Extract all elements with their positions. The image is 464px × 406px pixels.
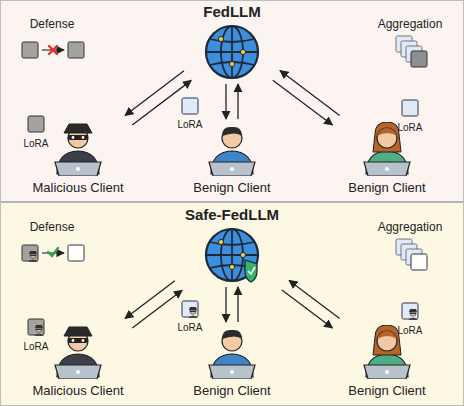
client-label: Benign Client xyxy=(332,180,442,195)
client-node: Malicious Client xyxy=(23,122,133,195)
upload-download-arrow xyxy=(282,290,333,328)
client-figure xyxy=(49,122,107,176)
annotation-label: LoRA xyxy=(23,341,48,353)
client-label: Benign Client xyxy=(332,383,442,398)
client-node: Benign Client xyxy=(177,122,287,195)
annotation-label: LoRA xyxy=(23,138,48,150)
annotation-label: LoRA xyxy=(397,122,422,134)
server-node: Safe-FedLLM xyxy=(181,206,283,284)
upload-download-arrow xyxy=(237,84,238,119)
client-node: Benign Client xyxy=(177,325,287,398)
client-node: Benign Client xyxy=(332,122,442,195)
server-globe xyxy=(203,23,261,81)
annotation-label: LoRA xyxy=(177,119,202,131)
upload-download-arrow xyxy=(273,80,333,125)
panel-title: FedLLM xyxy=(190,3,274,21)
client-node: Malicious Client xyxy=(23,325,133,398)
client-label: Malicious Client xyxy=(23,383,133,398)
upload-download-arrow xyxy=(237,287,238,322)
annotation-label: LoRA xyxy=(397,325,422,337)
server-globe xyxy=(203,226,261,284)
client-label: Malicious Client xyxy=(23,180,133,195)
annotation-label: Aggregation xyxy=(378,220,443,234)
upload-download-arrow xyxy=(225,287,226,322)
client-figure xyxy=(203,325,261,379)
upload-download-arrow xyxy=(125,71,184,116)
panel-title: Safe-FedLLM xyxy=(181,206,283,224)
client-node: Benign Client xyxy=(332,325,442,398)
annotation-label: LoRA xyxy=(177,322,202,334)
annotation-label: Defense xyxy=(30,220,75,234)
upload-download-arrow xyxy=(132,290,182,328)
annotation-label: Defense xyxy=(30,17,75,31)
client-figure xyxy=(203,122,261,176)
client-label: Benign Client xyxy=(177,383,287,398)
annotation-label: Aggregation xyxy=(378,17,443,31)
server-node: FedLLM xyxy=(190,3,274,81)
client-label: Benign Client xyxy=(177,180,287,195)
client-figure xyxy=(49,325,107,379)
upload-download-arrow xyxy=(225,84,226,119)
upload-download-arrow xyxy=(125,281,175,319)
upload-download-arrow xyxy=(289,280,340,318)
